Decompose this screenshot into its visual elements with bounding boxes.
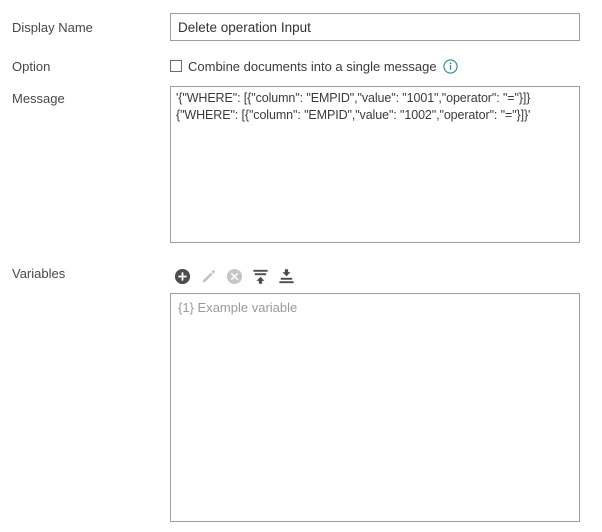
move-down-icon [279, 268, 294, 283]
display-name-label: Display Name [12, 20, 93, 35]
message-line: '{"WHERE": [{"column": "EMPID","value": … [176, 91, 531, 105]
close-circle-icon [226, 268, 243, 284]
display-name-row: Display Name [0, 13, 602, 43]
list-item[interactable]: {1} Example variable [178, 300, 298, 315]
option-label: Option [12, 59, 51, 74]
display-name-input[interactable] [170, 13, 580, 41]
combine-documents-checkbox[interactable] [170, 60, 182, 72]
move-down-button[interactable] [276, 266, 297, 287]
edit-variable-button[interactable] [198, 266, 219, 287]
move-up-button[interactable] [250, 266, 271, 287]
variables-label: Variables [12, 266, 66, 281]
add-variable-button[interactable] [172, 266, 193, 287]
plus-circle-icon [174, 268, 191, 284]
variables-toolbar [172, 264, 297, 288]
info-icon[interactable] [442, 58, 458, 74]
message-line: {"WHERE": [{"column": "EMPID","value": "… [176, 108, 531, 122]
combine-documents-label[interactable]: Combine documents into a single message [188, 58, 437, 74]
delete-variable-button[interactable] [224, 266, 245, 287]
message-textarea[interactable]: '{"WHERE": [{"column": "EMPID","value": … [170, 86, 580, 243]
message-label: Message [12, 91, 65, 106]
pencil-icon [202, 269, 215, 282]
combine-documents-checkbox-group[interactable]: Combine documents into a single message [170, 56, 458, 76]
move-up-icon [253, 269, 268, 284]
option-row: Option Combine documents into a single m… [0, 56, 602, 78]
variables-list[interactable]: {1} Example variable [170, 293, 580, 522]
